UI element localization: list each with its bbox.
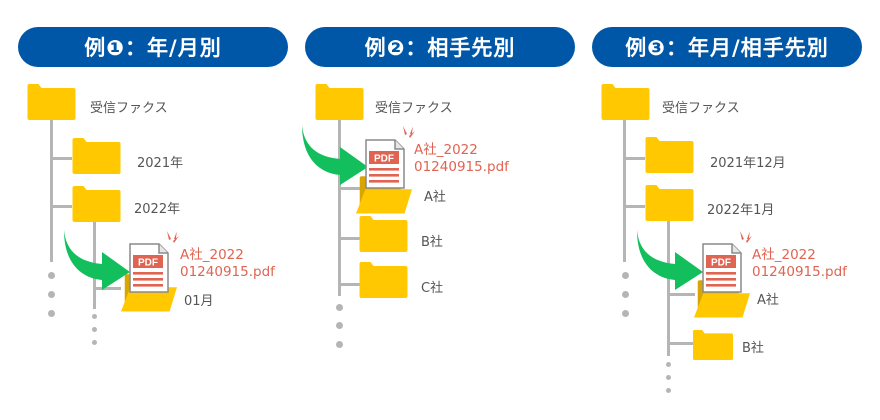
- ellipsis-dot: [48, 291, 55, 298]
- ellipsis-dot: [48, 310, 55, 317]
- folder-icon[interactable]: [359, 216, 408, 252]
- ellipsis-dot: [336, 322, 343, 329]
- pdf-file-name-line1: A社_2022: [180, 247, 244, 263]
- example-1-panel: 例❶：年/月別 受信ファクス 2021年 2022年 01月 A社_2022 0…: [0, 0, 290, 420]
- tree-line: [623, 118, 626, 262]
- folder-icon[interactable]: [645, 185, 694, 221]
- folder-label-2022-1[interactable]: 2022年1月: [707, 203, 775, 218]
- ellipsis-dot: [666, 375, 671, 380]
- tree-branch: [338, 187, 360, 190]
- green-arrow-icon: [62, 230, 132, 290]
- pdf-file-name[interactable]: A社_2022 01240915.pdf: [414, 142, 509, 176]
- subfolder-label-01[interactable]: 01月: [184, 294, 214, 309]
- ellipsis-dot: [622, 310, 629, 317]
- folder-icon[interactable]: [72, 138, 121, 174]
- root-folder-icon[interactable]: [601, 84, 650, 120]
- folder-icon[interactable]: [359, 262, 408, 298]
- tree-branch: [623, 157, 645, 160]
- folder-label-2021[interactable]: 2021年: [137, 156, 184, 171]
- tree-branch: [667, 293, 695, 296]
- tree-branch: [338, 283, 360, 286]
- pdf-file-name[interactable]: A社_2022 01240915.pdf: [752, 247, 847, 281]
- green-arrow-icon: [635, 230, 705, 290]
- ellipsis-dot: [92, 314, 97, 319]
- folder-label-2022[interactable]: 2022年: [134, 202, 181, 217]
- pdf-file-name-line1: A社_2022: [752, 247, 816, 263]
- spark-icon: [738, 230, 754, 244]
- ellipsis-dot: [622, 291, 629, 298]
- tree-line: [338, 118, 341, 296]
- subfolder-label-b[interactable]: B社: [742, 341, 764, 356]
- tree-branch: [623, 205, 645, 208]
- pdf-file-icon[interactable]: [129, 243, 169, 293]
- tree-branch: [667, 342, 693, 345]
- tree-branch: [338, 237, 360, 240]
- ellipsis-dot: [666, 362, 671, 367]
- root-folder-icon[interactable]: [315, 84, 364, 120]
- ellipsis-dot: [336, 341, 343, 348]
- folder-label-c[interactable]: C社: [421, 281, 444, 296]
- subfolder-label-a[interactable]: A社: [757, 293, 779, 308]
- example-3-panel: 例❸：年月/相手先別 受信ファクス 2021年12月 2022年1月 A社 B社…: [580, 0, 880, 420]
- spark-icon: [165, 230, 181, 244]
- folder-label-b[interactable]: B社: [421, 235, 443, 250]
- tree-line: [50, 118, 53, 262]
- ellipsis-dot: [92, 340, 97, 345]
- root-folder-icon[interactable]: [27, 84, 76, 120]
- root-folder-label[interactable]: 受信ファクス: [375, 101, 453, 116]
- pdf-file-icon[interactable]: [702, 243, 742, 293]
- example-1-title: 例❶：年/月別: [18, 27, 288, 67]
- folder-label-2021-12[interactable]: 2021年12月: [710, 156, 786, 171]
- tree-branch: [93, 287, 121, 290]
- ellipsis-dot: [92, 327, 97, 332]
- ellipsis-dot: [666, 388, 671, 393]
- ellipsis-dot: [622, 272, 629, 279]
- tree-line: [667, 221, 670, 356]
- pdf-file-name-line2: 01240915.pdf: [180, 264, 275, 280]
- folder-label-a[interactable]: A社: [424, 190, 446, 205]
- pdf-file-name[interactable]: A社_2022 01240915.pdf: [180, 247, 275, 281]
- folder-icon[interactable]: [72, 186, 121, 222]
- folder-icon[interactable]: [645, 137, 694, 173]
- example-2-panel: 例❷：相手先別 受信ファクス A社 B社 C社 A社_2022 01240915…: [290, 0, 580, 420]
- tree-branch: [50, 157, 72, 160]
- example-3-title: 例❸：年月/相手先別: [592, 27, 862, 67]
- spark-icon: [401, 125, 417, 139]
- ellipsis-dot: [48, 272, 55, 279]
- tree-branch: [50, 205, 72, 208]
- green-arrow-icon: [300, 125, 370, 185]
- pdf-file-name-line1: A社_2022: [414, 142, 478, 158]
- folder-icon[interactable]: [693, 330, 733, 360]
- root-folder-label[interactable]: 受信ファクス: [662, 101, 740, 116]
- root-folder-label[interactable]: 受信ファクス: [90, 101, 168, 116]
- pdf-file-name-line2: 01240915.pdf: [752, 264, 847, 280]
- pdf-file-icon[interactable]: [365, 139, 405, 189]
- pdf-file-name-line2: 01240915.pdf: [414, 159, 509, 175]
- example-2-title: 例❷：相手先別: [305, 27, 575, 67]
- ellipsis-dot: [336, 304, 343, 311]
